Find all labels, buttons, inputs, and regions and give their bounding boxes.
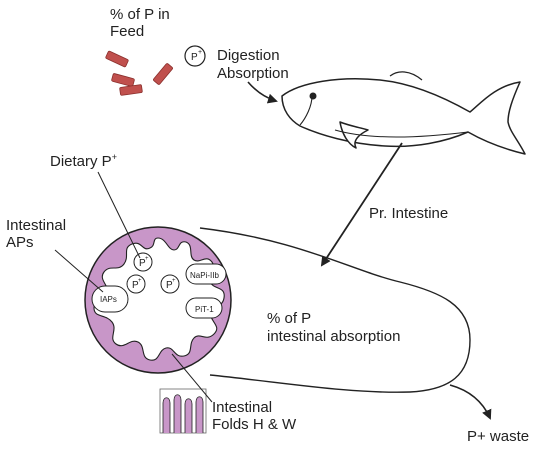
feed-label-line1: % of P in	[110, 6, 170, 23]
svg-text:+: +	[138, 278, 142, 284]
svg-text:+: +	[172, 278, 176, 284]
dietary-label: Dietary P+	[50, 152, 117, 170]
absorption-percent-line2: intestinal absorption	[267, 328, 400, 345]
svg-text:P: P	[191, 52, 198, 63]
phosphate-badge-icon: P +	[126, 274, 146, 294]
feed-pellet	[111, 73, 135, 87]
feed-label-line2: Feed	[110, 23, 144, 40]
folds-inset	[159, 388, 207, 434]
svg-text:P: P	[166, 280, 173, 291]
folds-label-line2: Folds H & W	[212, 416, 297, 433]
phosphate-badge-icon: P +	[160, 274, 180, 294]
arrow-icon	[320, 142, 403, 267]
intestine-cross-section: IAPs NaPi-IIb PiT-1 P + P + P +	[84, 226, 232, 374]
feed-pellet	[105, 50, 129, 68]
feed-pellet	[153, 63, 173, 85]
intestinal-aps-line1: Intestinal	[6, 217, 66, 234]
iaps-label: IAPs	[100, 295, 117, 304]
phosphate-badge-icon: P +	[133, 252, 153, 272]
absorption-label: Absorption	[217, 65, 289, 82]
folds-pointer	[171, 353, 213, 403]
phosphate-badge-icon: P +	[184, 45, 206, 67]
svg-text:P: P	[139, 258, 146, 269]
intestinal-aps-line2: APs	[6, 234, 34, 251]
svg-text:+: +	[145, 256, 149, 262]
intestine-tube	[199, 227, 471, 393]
svg-text:P: P	[132, 280, 139, 291]
arrow-icon	[247, 81, 278, 104]
digestion-label: Digestion	[217, 47, 280, 64]
svg-text:+: +	[198, 49, 202, 56]
feed-pellet	[119, 84, 143, 96]
pr-intestine-label: Pr. Intestine	[369, 205, 448, 222]
absorption-percent-line1: % of P	[267, 310, 311, 327]
fish-icon	[281, 71, 526, 155]
feed-pellet-icon	[105, 50, 173, 96]
arrow-icon	[449, 384, 492, 420]
napi-label: NaPi-IIb	[190, 271, 219, 280]
waste-label: P+ waste	[467, 428, 529, 445]
dietary-pointer	[97, 171, 141, 259]
folds-label-line1: Intestinal	[212, 399, 272, 416]
pit-label: PiT-1	[195, 305, 214, 314]
aps-pointer	[54, 249, 104, 293]
